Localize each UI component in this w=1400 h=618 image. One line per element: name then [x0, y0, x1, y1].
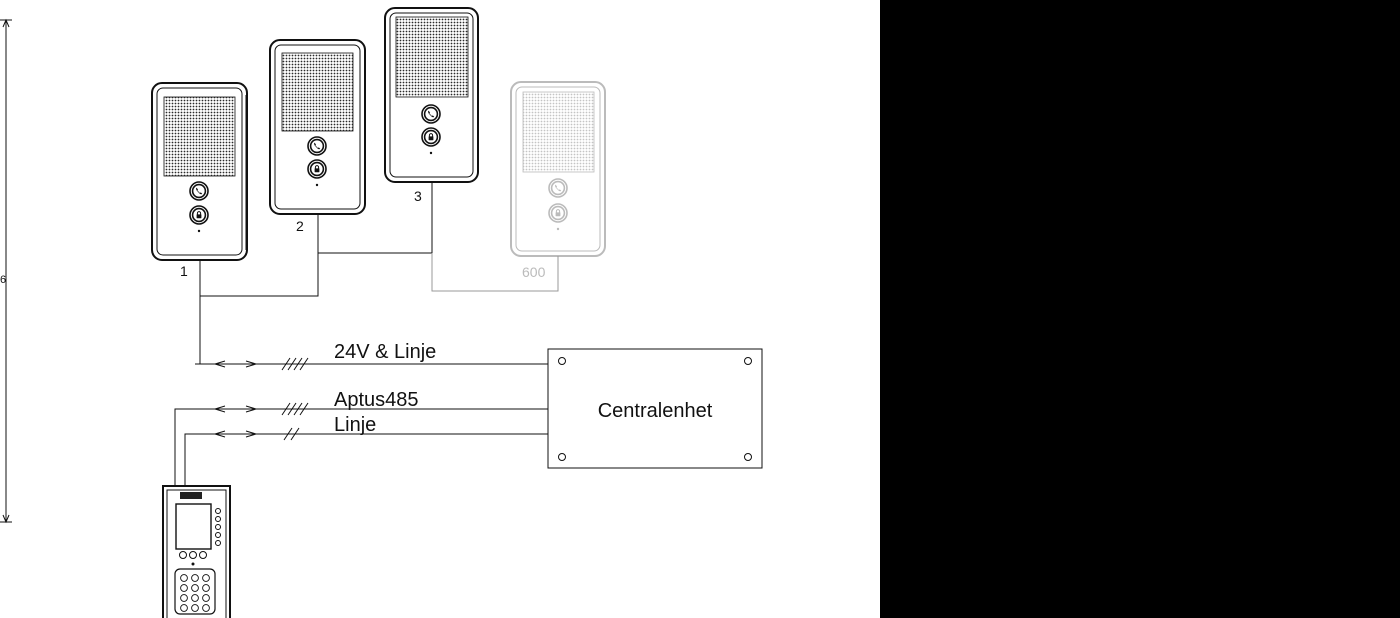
- keypad-icon: [180, 574, 210, 612]
- phone-icon: [421, 104, 441, 124]
- screw-icon: [558, 453, 566, 461]
- indoor-unit-600: [510, 81, 606, 257]
- supply-line: [195, 357, 548, 371]
- phone-icon: [548, 178, 568, 198]
- dimension-label: 6: [0, 274, 6, 286]
- screw-icon: [744, 357, 752, 365]
- central-unit: [547, 348, 763, 469]
- indoor-wiring: [199, 182, 559, 364]
- lock-icon: [189, 205, 209, 225]
- central-unit-label: Centralenhet: [598, 400, 713, 422]
- lock-icon: [421, 127, 441, 147]
- line-label: Linje: [334, 414, 376, 436]
- lock-icon: [548, 203, 568, 223]
- screw-icon: [558, 357, 566, 365]
- lock-icon: [307, 159, 327, 179]
- bus-label: Aptus485: [334, 389, 419, 411]
- indoor-unit-2: [269, 39, 366, 215]
- camera-icon: [180, 492, 202, 499]
- black-panel: [880, 0, 1400, 618]
- supply-line-label: 24V & Linje: [334, 341, 436, 363]
- unit-2-label: 2: [296, 218, 304, 234]
- bus-line: [174, 402, 548, 488]
- phone-icon: [189, 181, 209, 201]
- unit-600-label: 600: [522, 264, 546, 280]
- unit-1-label: 1: [180, 263, 188, 279]
- door-panel: [162, 485, 231, 618]
- dimension-line: [0, 18, 12, 524]
- line-cable: [184, 427, 548, 488]
- phone-icon: [307, 136, 327, 156]
- indoor-unit-1: [151, 82, 248, 261]
- screw-icon: [744, 453, 752, 461]
- unit-3-label: 3: [414, 188, 422, 204]
- indoor-unit-3: [384, 7, 479, 183]
